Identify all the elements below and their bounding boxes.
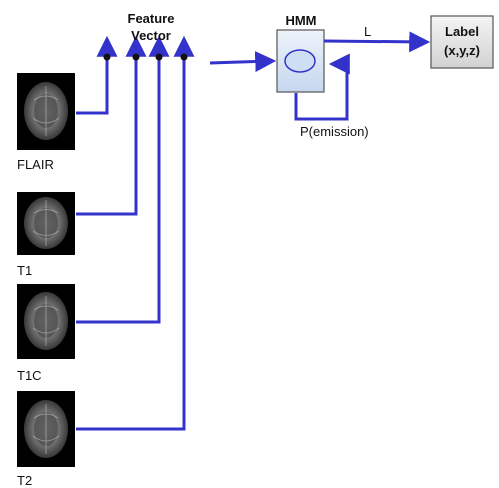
output-label: Label (x,y,z) — [431, 22, 493, 60]
hmm-to-label-arrow — [323, 31, 431, 53]
feature-dot-3 — [155, 53, 163, 61]
feature-dot-4 — [180, 53, 188, 61]
connector-t1 — [76, 35, 147, 216]
emission-label: P(emission) — [300, 124, 369, 139]
hmm-title: HMM — [285, 13, 317, 28]
connector-t2 — [76, 35, 195, 431]
mri-label-t1c: T1C — [17, 368, 42, 383]
mri-image-flair — [17, 73, 75, 150]
mri-image-t2 — [17, 391, 75, 467]
edge-label-l: L — [364, 24, 372, 39]
hmm-state-oval — [284, 49, 316, 73]
output-label-box — [430, 15, 494, 69]
feature-to-hmm-arrow — [209, 51, 277, 73]
feature-vector-title: Feature Vector — [118, 10, 184, 44]
output-label-line1: Label — [445, 24, 479, 39]
feature-dot-2 — [132, 53, 140, 61]
feature-vector-title-line1: Feature — [127, 11, 175, 26]
feature-vector-title-line2: Vector — [131, 28, 171, 43]
mri-label-flair: FLAIR — [17, 157, 54, 172]
connector-t1c — [76, 35, 170, 324]
output-label-line2: (x,y,z) — [444, 43, 480, 58]
mri-image-t1c — [17, 284, 75, 359]
mri-image-t1 — [17, 192, 75, 255]
hmm-node — [276, 29, 325, 93]
mri-label-t2: T2 — [17, 473, 33, 488]
connector-flair — [76, 35, 118, 115]
hmm-self-loop-arrow — [294, 53, 350, 121]
feature-dot-1 — [103, 53, 111, 61]
mri-label-t1: T1 — [17, 263, 33, 278]
